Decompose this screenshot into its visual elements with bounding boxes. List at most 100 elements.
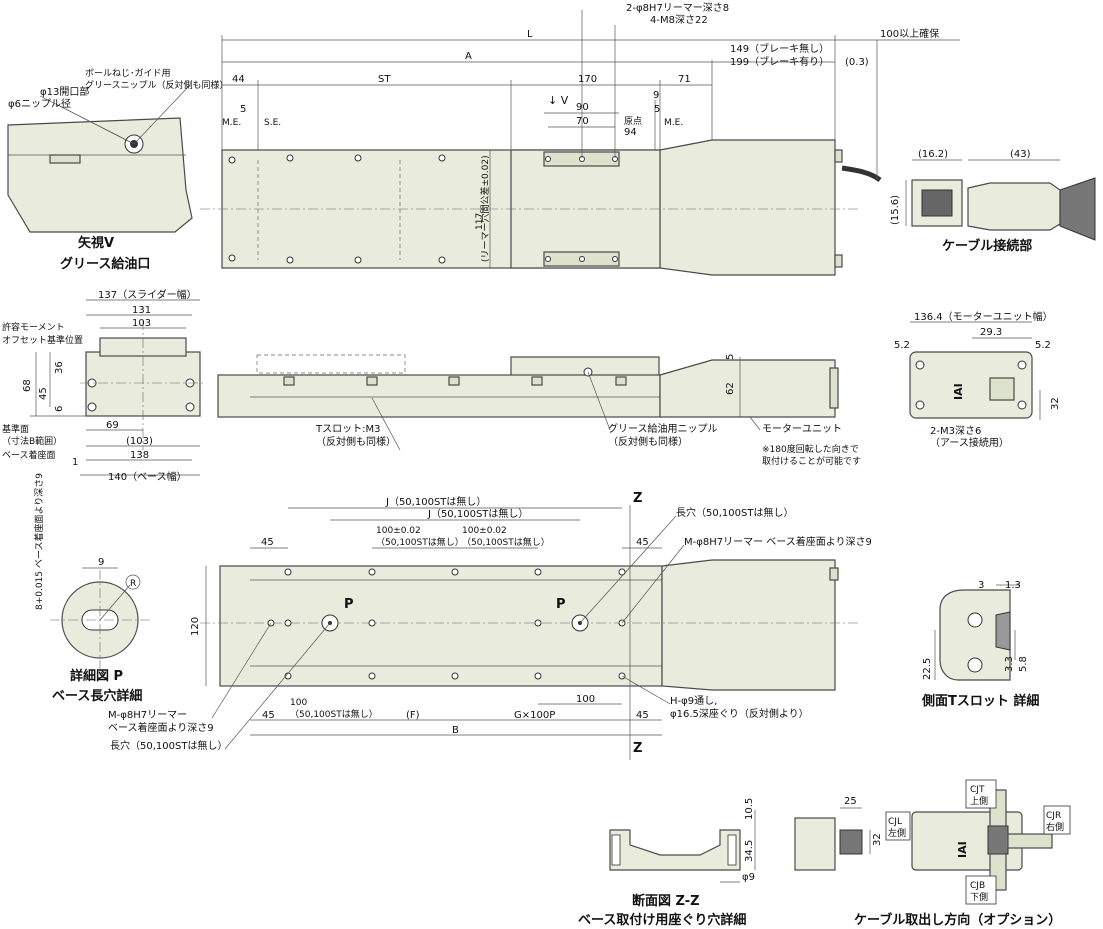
dim-100-pitch-b: 100±0.02	[462, 526, 507, 536]
dim-100-pitch-b-note: （50,100STは無し）	[462, 536, 550, 548]
label-m3-earth: 2-M3深さ6	[930, 425, 981, 437]
label-h-counterbore: φ16.5深座ぐり（反対側より）	[670, 707, 809, 720]
label-cjt-top: 上側	[970, 795, 988, 807]
cable-connection: (16.2) (43) (15.6) ケーブル接続部	[890, 149, 1096, 254]
dim-140: 140（ベース幅）	[108, 470, 187, 483]
label-v-ball: ボールねじ･ガイド用	[85, 68, 171, 79]
dim-68: 68	[22, 379, 33, 392]
label-base-face: ベース着座面	[2, 449, 56, 461]
bottom-view: 45 45 J（50,100STは無し） J（50,100STは無し） 100±…	[108, 491, 872, 760]
label-origin: 原点	[624, 116, 642, 127]
label-cjb: CJB	[970, 881, 985, 891]
dim-5-right: 5	[654, 104, 660, 115]
dim-5-side: 5	[725, 354, 736, 360]
dim-100-pitch-a-note: （50,100STは無し）	[376, 536, 464, 548]
section-z-top: Z	[633, 491, 642, 506]
dim-cable-16-2: (16.2)	[918, 149, 948, 160]
top-view: L A 44 ST 170 71 100以上確保 149（ブレーキ無し） 199…	[200, 2, 960, 276]
label-view-v: ↓ V	[548, 94, 569, 107]
dim-5-2-right: 5.2	[1035, 340, 1051, 351]
dim-A: A	[465, 51, 472, 62]
dim-103-paren: (103)	[126, 436, 153, 447]
dim-45-vert: 45	[38, 387, 49, 400]
label-v-phi6: φ6ニップル径	[8, 97, 71, 110]
side-view: 5 62 Tスロット:M3 （反対側も同様） グリース給油用ニップル （反対側も…	[217, 354, 861, 467]
motor-unit	[659, 139, 836, 276]
dim-131: 131	[132, 305, 151, 316]
label-p-radius: R	[130, 579, 136, 589]
dim-B: B	[452, 725, 459, 736]
label-p-depth: 8+0.015 ベース着座面より深さ9	[33, 473, 45, 610]
label-tslot: Tスロット:M3	[315, 424, 380, 435]
label-me-right: M.E.	[664, 118, 683, 128]
tslot-detail: 3 1.3 22.5 3.3 5.8 側面Tスロット 詳細	[921, 580, 1039, 709]
label-cjt: CJT	[970, 785, 985, 795]
dim-clearance: 100以上確保	[880, 27, 939, 40]
view-v: ボールねじ･ガイド用 グリースニップル（反対側も同様） φ13開口部 φ6ニップ…	[7, 68, 229, 272]
dim-45-bottom-left: 45	[262, 710, 275, 721]
dim-6: 6	[54, 406, 65, 412]
label-long-hole-left: 長穴（50,100STは無し）	[110, 739, 227, 752]
dim-62: 62	[725, 382, 736, 395]
note-rotate-2: 取付けることが可能です	[762, 455, 861, 467]
label-ref-face: 基準面	[2, 423, 29, 435]
detail-p: 9 R 8+0.015 ベース着座面より深さ9 詳細図 P ベース長穴詳細	[33, 473, 150, 704]
dim-5-left: 5	[240, 104, 246, 115]
dim-zz-phi9: φ9	[742, 872, 755, 883]
label-reamer-top: 2-φ8H7リーマー深さ8	[626, 2, 729, 14]
label-motor-unit: モーターユニット	[762, 423, 842, 435]
label-earth-conn: （アース接続用）	[930, 436, 1009, 449]
label-cjr: CJR	[1046, 811, 1061, 821]
caption-view-v: 矢視V	[78, 235, 114, 251]
motor-end-view: IAI 136.4（モーターユニット幅） 29.3 5.2 5.2 32 2-M…	[894, 310, 1061, 449]
caption-tslot-detail: 側面Tスロット 詳細	[921, 693, 1039, 709]
cable-option: 25 32 IAI CJT 上側 CJL 左側 CJR 右側 CJB 下側 ケー…	[794, 779, 1071, 928]
dim-71: 71	[678, 74, 691, 85]
label-grease-nipple-same: （反対側も同様）	[608, 435, 688, 448]
dim-120: 120	[190, 617, 201, 636]
caption-cable-connection: ケーブル接続部	[942, 238, 1032, 254]
dim-cable-43: (43)	[1010, 149, 1031, 160]
label-v-nipple: グリースニップル（反対側も同様）	[85, 79, 229, 91]
dim-zz-10-5: 10.5	[744, 798, 755, 820]
caption-cable-option: ケーブル取出し方向（オプション）	[854, 912, 1061, 928]
dim-138: 138	[130, 450, 149, 461]
dim-137: 137（スライダー幅）	[98, 288, 197, 301]
label-tslot-same: （反対側も同様）	[316, 435, 396, 448]
caption-grease-port: グリース給油口	[60, 256, 150, 272]
dim-J-inner: J（50,100STは無し）	[427, 507, 528, 520]
caption-detail-p: 詳細図 P	[70, 668, 123, 684]
dim-co-32: 32	[872, 833, 883, 846]
label-cjb-bottom: 下側	[970, 891, 988, 903]
view-v-body	[7, 117, 193, 233]
dim-0-3: (0.3)	[845, 57, 869, 68]
label-m8: 4-M8深さ22	[650, 14, 708, 26]
dim-1: 1	[72, 457, 78, 468]
label-p-left: P	[344, 597, 354, 612]
dim-29-3: 29.3	[980, 327, 1002, 338]
label-cjl: CJL	[888, 817, 902, 827]
dim-ts-3: 3	[978, 580, 984, 591]
logo-iai: IAI	[952, 383, 965, 400]
label-moment: 許容モーメント	[2, 321, 65, 333]
dim-45-top-right: 45	[636, 537, 649, 548]
dim-co-25: 25	[844, 796, 857, 807]
dim-90: 90	[576, 102, 589, 113]
dim-cable-15-6: (15.6)	[890, 195, 901, 225]
dim-70: 70	[576, 116, 589, 127]
logo-iai-option: IAI	[956, 841, 969, 858]
dim-45-bottom-right: 45	[636, 710, 649, 721]
dim-45-top-left: 45	[261, 537, 274, 548]
dim-p-9: 9	[98, 557, 104, 568]
label-reamer-base: M-φ8H7リーマー ベース着座面より深さ9	[684, 535, 872, 548]
dim-69: 69	[106, 420, 119, 431]
dim-ts-3-3: 3.3	[1004, 656, 1015, 672]
dim-5-2-left: 5.2	[894, 340, 910, 351]
label-long-hole-right: 長穴（50,100STは無し）	[676, 506, 793, 519]
caption-base-slot: ベース長穴詳細	[52, 688, 142, 704]
dim-J-outer: J（50,100STは無し）	[385, 495, 486, 508]
label-h-hole: H-φ9通し,	[670, 695, 717, 707]
dim-170: 170	[578, 74, 597, 85]
label-v-phi13: φ13開口部	[40, 85, 89, 98]
dim-ts-22-5: 22.5	[922, 658, 933, 680]
